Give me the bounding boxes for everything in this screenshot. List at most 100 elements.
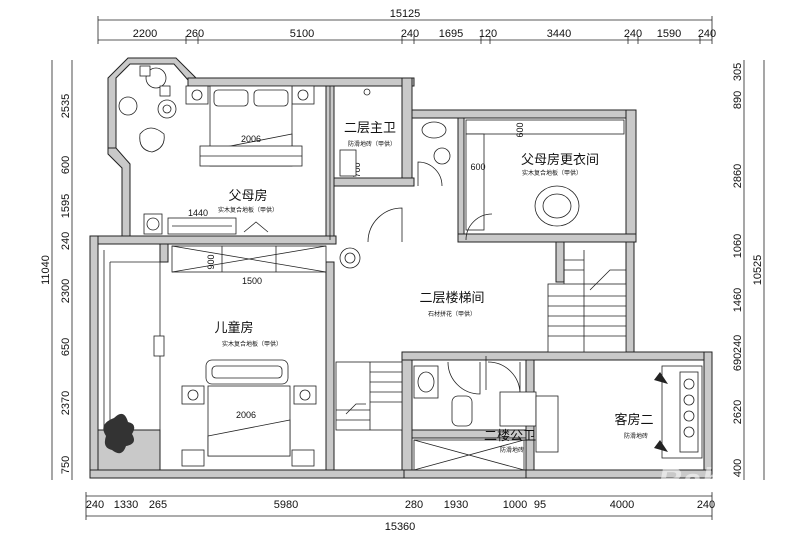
top-dim-2: 260 (186, 28, 204, 40)
bath-dimension-700: 700 (352, 162, 362, 177)
right-dimension-line: 305 890 2860 1060 1460 240 690 2620 400 … (732, 60, 765, 480)
master-bath-name: 二层主卫 (344, 121, 396, 136)
nightstand-icon (291, 85, 315, 105)
right-dim-9: 400 (732, 459, 744, 477)
parents-room-name: 父母房 (228, 188, 267, 204)
parents-closet-floor: 实木复合地板（甲供） (522, 169, 582, 177)
sink-icon (417, 371, 435, 393)
stool-icon (181, 449, 205, 467)
left-dim-4: 240 (60, 232, 72, 250)
plant-pot-icon (143, 213, 163, 235)
guest-room-name: 客房二 (614, 412, 653, 428)
stair-hall-floor: 石材拼花（甲供） (428, 310, 476, 318)
top-dim-10: 240 (698, 28, 716, 40)
closet-rail-side-icon (465, 133, 485, 231)
left-dimension-line: 11040 2535 600 1595 240 2300 650 2370 75… (40, 60, 73, 480)
left-dim-6: 650 (60, 338, 72, 356)
nightstand-icon (293, 385, 317, 405)
stairs-upper-icon (547, 250, 627, 353)
public-bath-floor: 防滑地砖 (500, 446, 524, 454)
top-dim-1: 2200 (133, 28, 157, 40)
top-dim-8: 240 (624, 28, 642, 40)
side-table-icon (118, 96, 138, 116)
master-bath: 二层主卫 防滑地砖（甲供） 700 (339, 88, 451, 187)
bath-door-icon (447, 361, 481, 395)
kids-room: 900 1500 儿童房 实木复合地板（甲供） 2006 (103, 245, 327, 467)
right-dim-1: 305 (732, 63, 744, 81)
public-bath: 二楼公卫 防滑地砖 (413, 356, 537, 471)
chair-icon (139, 65, 151, 77)
nightstand-icon (185, 85, 209, 105)
kids-room-floor: 实木复合地板（甲供） (222, 340, 282, 348)
plant-icon (339, 247, 361, 269)
closet-rail-top-icon (465, 119, 625, 135)
guest-room: 客房二 防滑地砖 (535, 365, 703, 459)
bottom-dim-8: 95 (534, 499, 546, 511)
kids-bed-width-label: 2006 (236, 410, 256, 420)
public-bath-name: 二楼公卫 (484, 429, 536, 444)
top-dim-9: 1590 (657, 28, 681, 40)
cabinet-width-label: 1500 (242, 276, 262, 286)
toilet-icon (433, 147, 451, 165)
top-dim-5: 1695 (439, 28, 463, 40)
top-dim-7: 3440 (547, 28, 571, 40)
lamp-icon (157, 99, 177, 119)
bottom-dim-3: 265 (149, 499, 167, 511)
nightstand-icon (181, 385, 205, 405)
left-total-dimension: 11040 (40, 255, 52, 285)
tv-unit-icon (243, 221, 269, 233)
chair-icon (159, 85, 171, 97)
right-dim-4: 1060 (732, 234, 744, 258)
top-dim-4: 240 (401, 28, 419, 40)
toilet-icon (451, 395, 473, 427)
sink-icon (421, 121, 447, 139)
closet-door-icon (465, 213, 493, 241)
right-dim-6: 240 (732, 335, 744, 353)
right-dim-7: 690 (732, 353, 744, 371)
cushion-icon (654, 372, 668, 384)
bottom-dimension-line: 240 1330 265 5980 280 1930 1000 95 4000 … (85, 492, 715, 533)
right-dim-5: 1460 (732, 288, 744, 312)
right-dim-2: 890 (732, 91, 744, 109)
armchair-icon (139, 127, 165, 153)
bottom-dim-9: 4000 (610, 499, 634, 511)
cushion-icon (654, 440, 668, 452)
right-dim-3: 2860 (732, 164, 744, 188)
top-total-dimension: 15125 (390, 8, 421, 20)
parents-room-floor: 实木复合地板（甲供） (218, 206, 278, 214)
bath-door-icon (417, 161, 443, 187)
hall-door-icon (367, 207, 403, 243)
rug-icon (534, 185, 580, 227)
closet-dim-600-a: 600 (515, 122, 525, 137)
bed-width-label: 2006 (241, 134, 261, 144)
guest-room-floor: 防滑地砖 (624, 432, 648, 440)
window-lines (97, 86, 331, 430)
bottom-dim-6: 1930 (444, 499, 468, 511)
parents-room: 2006 父母房 实木复合地板（甲供） 1440 (118, 65, 315, 235)
top-dimension-line: 15125 2200 260 5100 240 1695 120 3440 24… (97, 8, 716, 44)
top-dim-3: 5100 (290, 28, 314, 40)
right-total-dimension: 10525 (752, 255, 764, 286)
watermark-logo: Bab (658, 462, 722, 500)
bottom-total-dimension: 15360 (385, 521, 416, 533)
left-dim-3: 1595 (60, 194, 72, 218)
parents-closet: 600 600 父母房更衣间 实木复合地板（甲供） (465, 119, 625, 241)
washer-icon (499, 391, 537, 427)
bottom-dim-1: 240 (86, 499, 104, 511)
kids-room-name: 儿童房 (214, 320, 253, 336)
left-dim-5: 2300 (60, 279, 72, 303)
cabinet-dim-900: 900 (206, 254, 216, 269)
shower-icon (339, 149, 357, 177)
bottom-dim-10: 240 (697, 499, 715, 511)
bottom-dim-5: 280 (405, 499, 423, 511)
left-dim-7: 2370 (60, 391, 72, 415)
master-bath-floor: 防滑地砖（甲供） (348, 140, 396, 148)
bottom-dim-7: 1000 (503, 499, 527, 511)
desk-icon (535, 395, 559, 453)
stool-icon (291, 449, 315, 467)
bottom-dim-2: 1330 (114, 499, 138, 511)
left-dim-1: 2535 (60, 94, 72, 118)
parents-closet-name: 父母房更衣间 (521, 152, 599, 168)
stairs-lower-icon (335, 361, 403, 431)
